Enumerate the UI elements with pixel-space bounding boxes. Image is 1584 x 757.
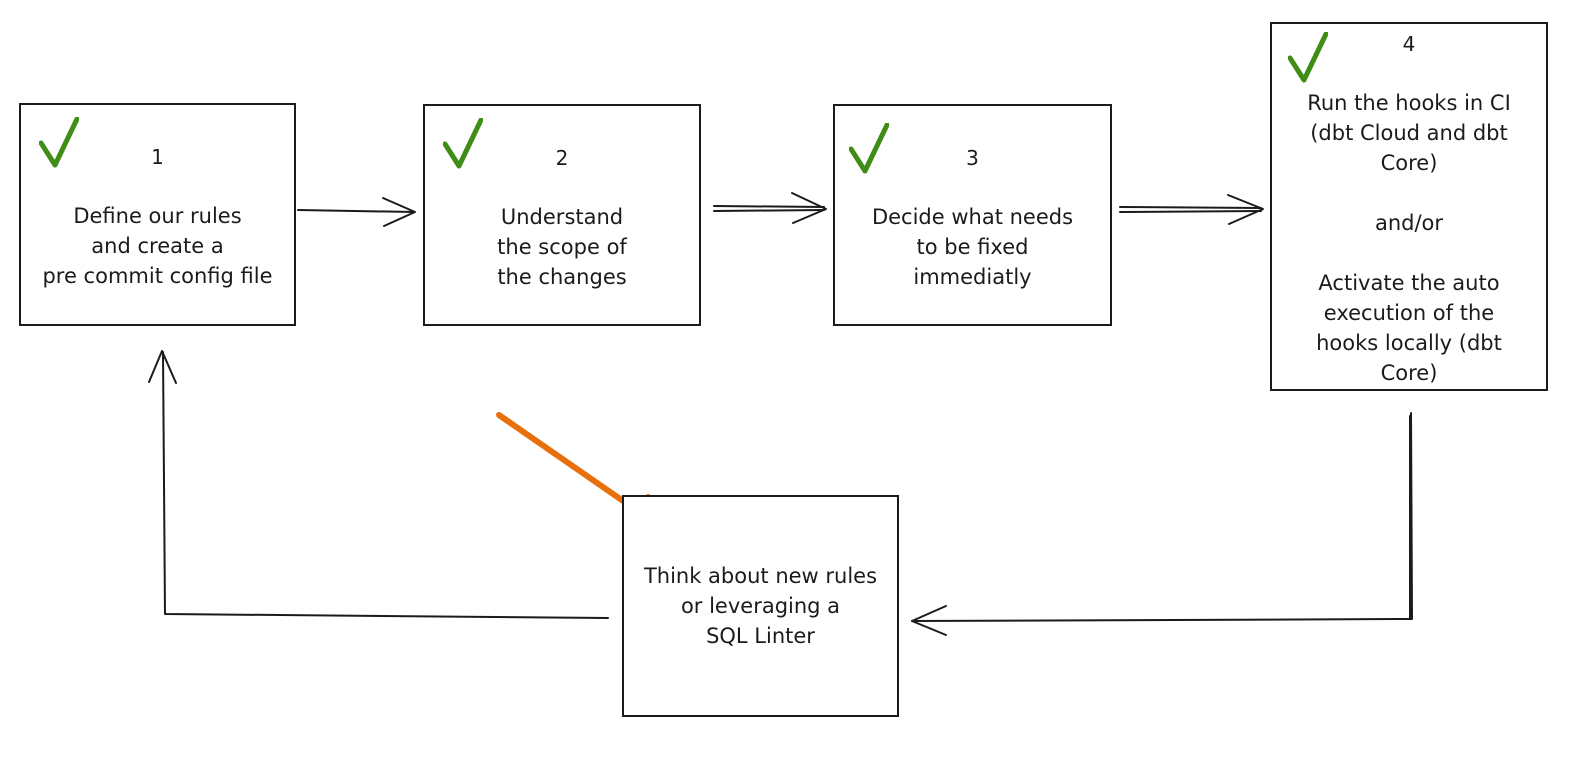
step-number: 2 — [555, 146, 569, 170]
check-icon — [443, 118, 483, 169]
step-label: Decide what needs to be fixed immediatly — [871, 205, 1074, 289]
step-box-3: 3 Decide what needs to be fixed immediat… — [833, 104, 1112, 326]
step-box-4: 4 Run the hooks in CI (dbt Cloud and dbt… — [1270, 22, 1548, 391]
check-icon — [849, 123, 889, 174]
arrow-step4-to-review — [911, 412, 1413, 636]
step-box-1: 1 Define our rules and create a pre comm… — [19, 103, 296, 326]
step-label: Think about new rules or leveraging a SQ… — [643, 564, 878, 648]
step-label: Understand the scope of the changes — [497, 205, 627, 289]
arrow-step2-to-step3 — [713, 192, 827, 224]
arrow-step3-to-step4 — [1119, 194, 1264, 225]
check-icon — [39, 117, 79, 168]
step-box-2: 2 Understand the scope of the changes — [423, 104, 701, 326]
arrow-review-to-step1 — [148, 350, 609, 619]
step-label: Define our rules and create a pre commit… — [42, 204, 273, 288]
check-icon — [1288, 32, 1328, 83]
step-number: 1 — [151, 145, 164, 169]
step-box-review: Think about new rules or leveraging a SQ… — [622, 495, 899, 717]
step-number: 3 — [966, 146, 979, 170]
step-number: 4 — [1402, 32, 1416, 56]
arrow-step1-to-step2 — [297, 197, 416, 227]
step-label: Run the hooks in CI (dbt Cloud and dbt C… — [1307, 91, 1511, 385]
